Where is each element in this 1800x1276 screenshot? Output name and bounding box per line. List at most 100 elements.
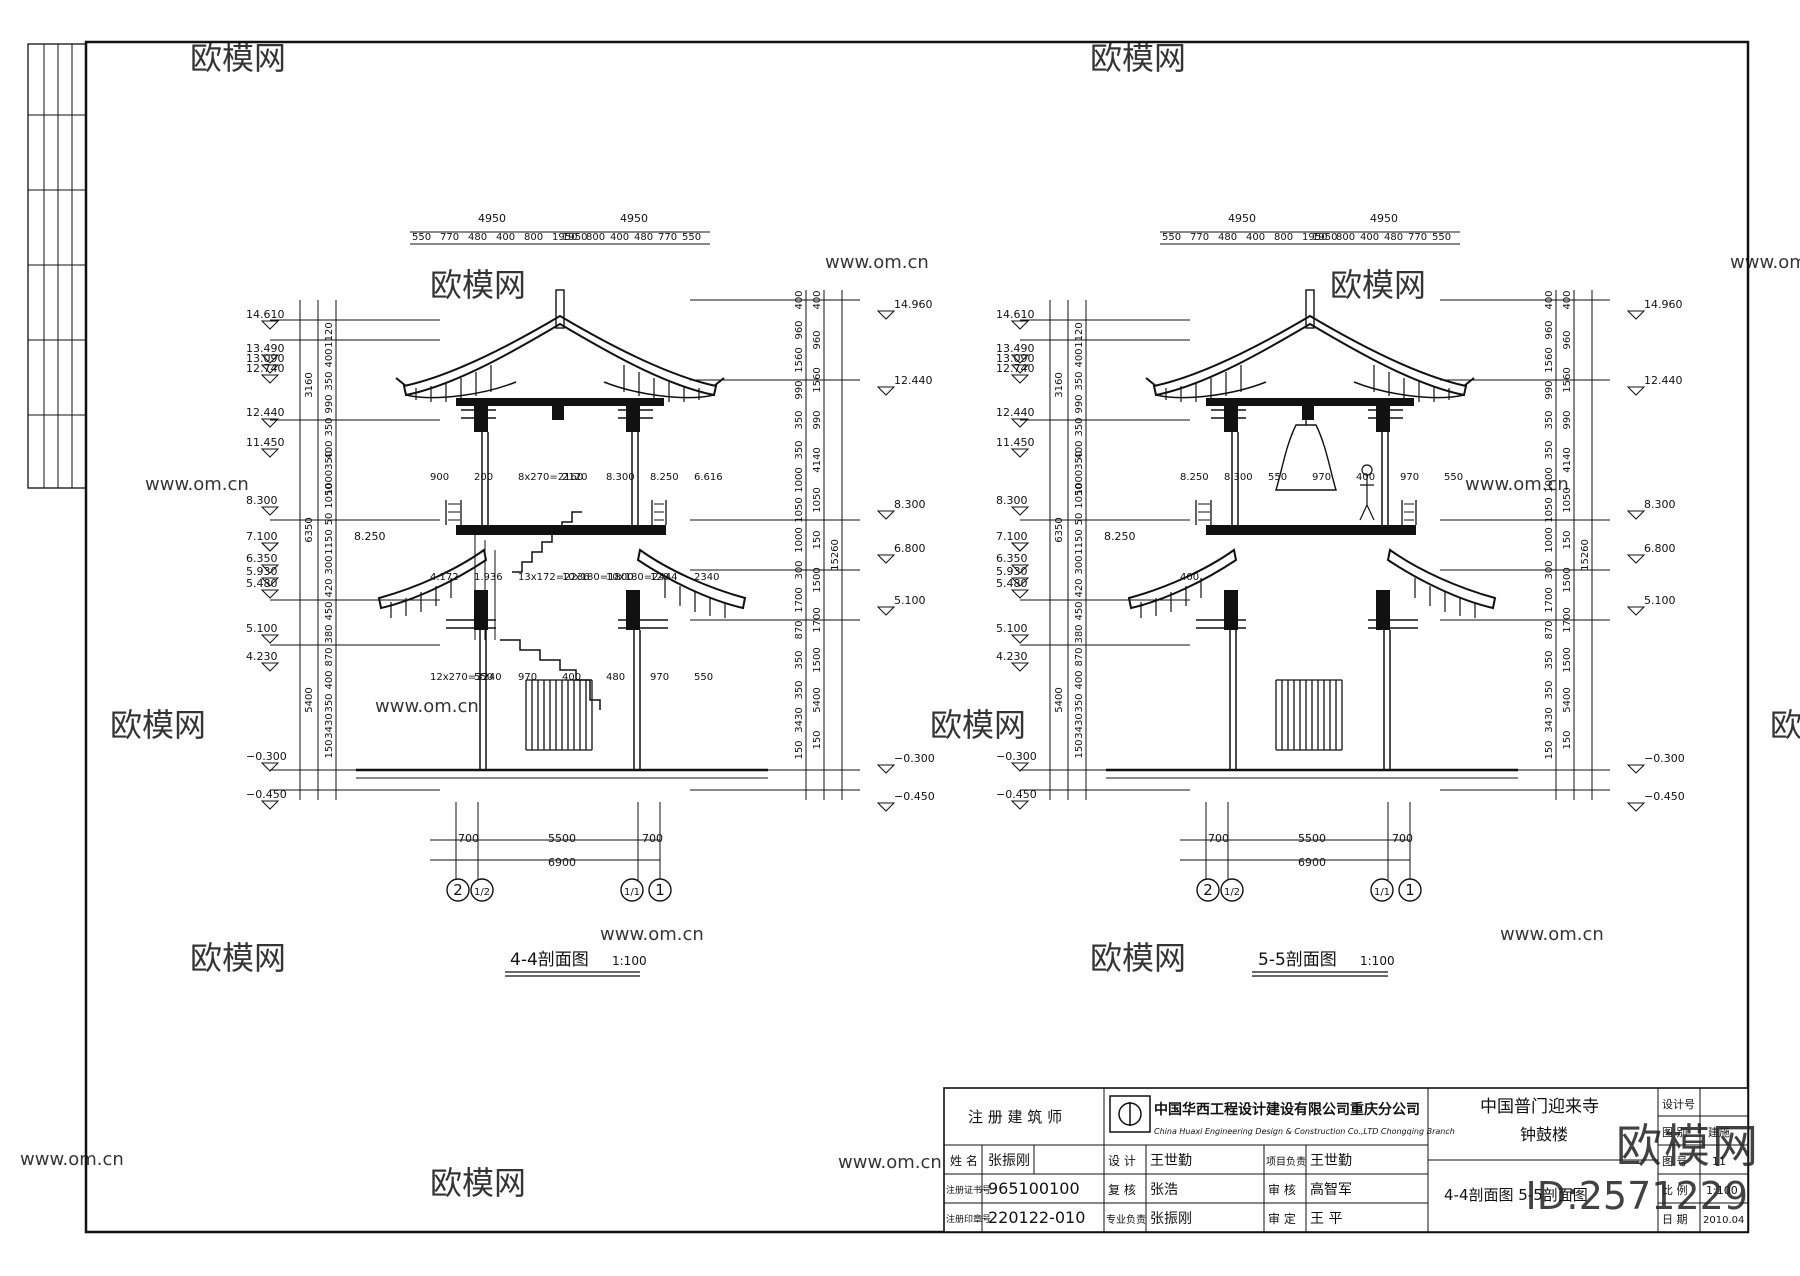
watermark-text: 欧模网: [430, 266, 526, 304]
elevation-marker: [1010, 418, 1030, 428]
dim-right-col2: 960: [812, 330, 823, 349]
section-scale-4-4: 1:100: [612, 954, 647, 968]
grid-axis-label: 1/2: [474, 887, 490, 898]
approve-value: 王 平: [1310, 1211, 1342, 1227]
dim-right-col1: 1000: [794, 467, 805, 492]
dim-left-col2: 400: [1074, 440, 1085, 459]
meta-label-1: 图 别: [1662, 1126, 1688, 1139]
dim-right-col1: 1700: [794, 587, 805, 612]
top-dim-right: 400: [610, 232, 629, 243]
dim-right-col2: 4140: [812, 447, 823, 472]
elevation-marker: [1626, 310, 1646, 320]
dim-left-col1: 3160: [304, 372, 315, 397]
approve-label: 审 定: [1268, 1211, 1296, 1226]
elevation-left: 6.350: [246, 552, 278, 565]
dim-left-col2: 1000350: [1074, 451, 1085, 496]
top-dim-right: 770: [658, 232, 677, 243]
elevation-left: −0.450: [996, 788, 1037, 801]
top-dim-right-total: 4950: [1370, 212, 1398, 225]
section-note: 8.250: [650, 472, 679, 483]
elevation-right: 8.300: [894, 498, 926, 511]
dim-right-col2: 150: [812, 730, 823, 749]
dim-right-col1: 1000: [1544, 527, 1555, 552]
elevation-marker: [1010, 662, 1030, 672]
elevation-marker: [1010, 542, 1030, 552]
watermark-url: www.om.cn: [20, 1149, 124, 1170]
elevation-left: 13.090: [246, 352, 285, 365]
elevation-marker: [876, 764, 896, 774]
watermark-url: www.om.cn: [600, 924, 704, 945]
dim-left-col2: 400: [1074, 348, 1085, 367]
dim-right-col1: 300: [1544, 560, 1555, 579]
elevation-marker: [1626, 764, 1646, 774]
dim-right-col2: 5400: [1562, 687, 1573, 712]
elevation-left: 12.740: [996, 362, 1035, 375]
dim-right-col2: 1500: [1562, 647, 1573, 672]
dim-right-col1: 990: [794, 380, 805, 399]
section-note: 550: [694, 672, 713, 683]
dim-right-total: 15260: [1580, 539, 1591, 571]
elevation-marker: [260, 506, 280, 516]
lead-value: 张振刚: [1150, 1211, 1192, 1227]
section-note: 8x270=2160: [518, 472, 583, 483]
pm-label: 项目负责: [1266, 1155, 1306, 1168]
bottom-dim: 5500: [1298, 832, 1326, 845]
elevation-left: 8.300: [996, 494, 1028, 507]
section-note: 8.300: [606, 472, 635, 483]
elevation-left: 8.250: [1104, 530, 1136, 543]
seal-label: 注册印章号: [946, 1213, 991, 1225]
dim-left-col2: 990: [1074, 394, 1085, 413]
top-dim-right: 550: [1432, 232, 1451, 243]
elevation-marker: [876, 386, 896, 396]
check-value: 张浩: [1150, 1182, 1178, 1198]
section-note: 8.250: [1180, 472, 1209, 483]
review-value: 高智军: [1310, 1181, 1352, 1198]
elevation-left: 5.480: [996, 577, 1028, 590]
dim-left-col1: 3160: [1054, 372, 1065, 397]
grid-axis-bubble: [648, 878, 672, 902]
top-dim-left: 480: [468, 232, 487, 243]
elevation-left: 4.230: [996, 650, 1028, 663]
dim-lines-5-5: [1020, 231, 1610, 880]
watermark-text: 欧模网: [430, 1164, 526, 1202]
elevation-marker: [876, 802, 896, 812]
elevation-marker: [876, 510, 896, 520]
dim-left-col2: 870: [324, 647, 335, 666]
bottom-dim: 700: [1392, 832, 1413, 845]
grid-axis-bubble: [620, 878, 644, 902]
elevation-left: 12.440: [996, 406, 1035, 419]
top-dim-right: 1950: [562, 232, 587, 243]
dim-left-col2: 1150: [324, 529, 335, 554]
watermark-url: www.om.cn: [825, 252, 929, 273]
dim-left-col2: 380: [324, 624, 335, 643]
grid-axis-label: 2: [453, 881, 463, 899]
dim-left-col2: 350: [324, 371, 335, 390]
bottom-dim: 6900: [1298, 856, 1326, 869]
elevation-marker: [1010, 320, 1030, 330]
dim-right-col2: 4140: [1562, 447, 1573, 472]
top-dim-left: 480: [1218, 232, 1237, 243]
meta-label-0: 设计号: [1662, 1098, 1695, 1111]
top-dim-right: 480: [1384, 232, 1403, 243]
dim-left-col2: 150: [324, 739, 335, 758]
dim-left-col1: 6350: [1054, 517, 1065, 542]
elevation-left: 13.490: [246, 342, 285, 355]
dim-right-col2: 960: [1562, 330, 1573, 349]
elevation-marker: [1626, 606, 1646, 616]
section-note: 550: [1444, 472, 1463, 483]
watermark-text: 欧模网: [1330, 266, 1426, 304]
bell: [1275, 400, 1337, 491]
dim-left-col2: 350: [324, 417, 335, 436]
watermark-url: www.om.cn: [375, 696, 479, 717]
elevation-left: 12.440: [246, 406, 285, 419]
section-note: 4.172: [430, 572, 459, 583]
elevation-marker: [260, 800, 280, 810]
section-note: 2340: [694, 572, 719, 583]
dim-right-col1: 350: [1544, 650, 1555, 669]
watermark-url: www.om.cn: [1500, 924, 1604, 945]
top-dim-left: 550: [1162, 232, 1181, 243]
elevation-marker: [260, 589, 280, 599]
dim-right-col1: 1050: [1544, 497, 1555, 522]
dim-right-col2: 5400: [812, 687, 823, 712]
